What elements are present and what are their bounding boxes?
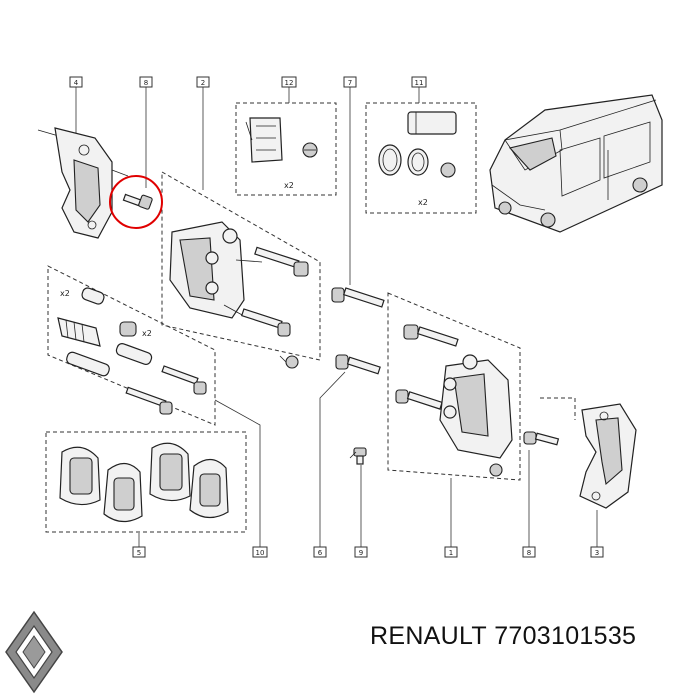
- qty-clip-kit: x2: [284, 181, 294, 190]
- callout-8-bottom: 8: [522, 450, 536, 558]
- guide-pin-long: [66, 351, 110, 377]
- svg-text:1: 1: [449, 549, 453, 557]
- part-number: 7703101535: [494, 622, 637, 650]
- brake-pad-2: [103, 462, 143, 523]
- caliper-body-right: [439, 354, 513, 477]
- svg-text:12: 12: [285, 79, 294, 87]
- callout-4: 4: [69, 76, 83, 135]
- group-outline-left-caliper: [161, 171, 321, 361]
- anti-rattle-clip: [245, 117, 283, 163]
- svg-text:2: 2: [201, 79, 205, 87]
- grease-sachet: [407, 111, 457, 135]
- brand-part-number-caption: RENAULT 7703101535: [370, 622, 636, 651]
- svg-text:5: 5: [137, 549, 141, 557]
- brake-pad-4: [189, 458, 229, 519]
- renault-logo-icon: [5, 610, 63, 694]
- guide-bolt-left: [125, 386, 173, 415]
- group-outline-seal-kit: [365, 102, 477, 214]
- guide-boot: [57, 317, 101, 347]
- callout-5: 5: [132, 533, 146, 558]
- svg-text:3: 3: [595, 549, 599, 557]
- callout-12: 12: [281, 76, 297, 103]
- qty-seal-kit: x2: [418, 198, 428, 207]
- svg-text:8: 8: [527, 549, 531, 557]
- callout-7: 7: [343, 76, 357, 285]
- brake-pad-1: [59, 446, 101, 506]
- group-outline-pads: [45, 431, 247, 533]
- callout-10: 10: [214, 399, 268, 558]
- callout-6: 6: [313, 371, 346, 558]
- caliper-bolt-right-lower: [395, 389, 443, 410]
- group-outline-clip-kit: [235, 102, 337, 196]
- group-outline-right-caliper: [387, 292, 521, 481]
- svg-text:6: 6: [318, 549, 323, 557]
- qty-guide-sleeves: x2: [60, 289, 70, 298]
- seal-dust-cap: [440, 162, 456, 178]
- callout-3: 3: [590, 510, 604, 558]
- callout-9: 9: [354, 465, 368, 558]
- caliper-bolt-left-lower: [240, 308, 291, 337]
- group-outline-right-bracket: [540, 397, 576, 420]
- group-outline-guide-kit: [47, 265, 216, 426]
- caliper-bolt-left-upper: [254, 246, 309, 277]
- svg-text:10: 10: [256, 549, 265, 557]
- bracket-bolt-right: [523, 431, 560, 446]
- callout-2: 2: [196, 76, 210, 190]
- caliper-bracket-right: [579, 403, 637, 509]
- callout-11: 11: [411, 76, 427, 103]
- svg-text:11: 11: [415, 79, 424, 87]
- centre-bolt-lower: [335, 354, 381, 375]
- van-illustration: [489, 94, 663, 233]
- svg-text:4: 4: [74, 79, 79, 87]
- svg-text:7: 7: [348, 79, 352, 87]
- guide-pin-short: [115, 343, 153, 365]
- brand-name: RENAULT: [370, 622, 487, 650]
- svg-text:9: 9: [359, 549, 363, 557]
- bracket-bolt-highlighted: [109, 175, 163, 229]
- guide-bolt-right: [161, 365, 207, 395]
- centre-bolt-upper: [331, 287, 385, 308]
- callout-8-top: 8: [139, 76, 153, 188]
- brake-pad-3: [149, 442, 191, 502]
- qty-guide-bush: x2: [142, 329, 152, 338]
- caliper-body-left: [169, 221, 263, 319]
- guide-bush: x2: [119, 321, 152, 338]
- caliper-bracket-left: [37, 127, 129, 239]
- bleed-nipple-left: [279, 355, 299, 369]
- guide-sleeve-upper: [81, 287, 105, 305]
- piston-seal-rings: [378, 144, 429, 176]
- clip-dust-cap: [302, 142, 318, 158]
- svg-text:8: 8: [144, 79, 148, 87]
- callout-1: 1: [444, 478, 458, 558]
- caliper-bolt-right-upper: [403, 324, 459, 347]
- bleed-screw: [349, 447, 367, 465]
